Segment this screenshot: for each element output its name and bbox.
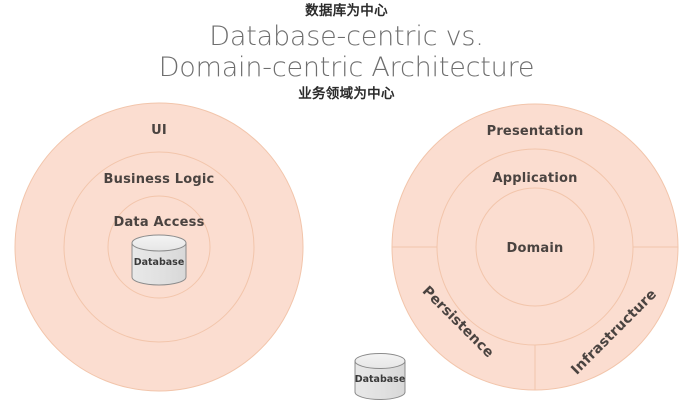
left-label-data-access: Data Access bbox=[113, 215, 204, 230]
right-ring-inner-domain[interactable] bbox=[475, 187, 595, 307]
right-circle-group: Presentation Application Domain Persiste… bbox=[391, 103, 679, 391]
left-database-label: Database bbox=[134, 257, 185, 268]
cylinder-body bbox=[131, 242, 187, 286]
cylinder-top bbox=[131, 234, 187, 252]
left-label-business-logic: Business Logic bbox=[104, 172, 215, 187]
external-database-label: Database bbox=[355, 374, 406, 385]
cylinder-top bbox=[354, 353, 406, 369]
left-circle-group: UI Business Logic Data Access Database bbox=[14, 102, 304, 392]
right-label-domain: Domain bbox=[507, 241, 564, 256]
left-database-cylinder[interactable]: Database bbox=[131, 234, 187, 286]
right-label-application: Application bbox=[492, 171, 577, 186]
external-database-cylinder[interactable]: Database bbox=[354, 353, 406, 400]
left-label-ui: UI bbox=[151, 123, 167, 138]
cylinder-body bbox=[354, 360, 406, 400]
right-label-presentation: Presentation bbox=[487, 124, 584, 139]
